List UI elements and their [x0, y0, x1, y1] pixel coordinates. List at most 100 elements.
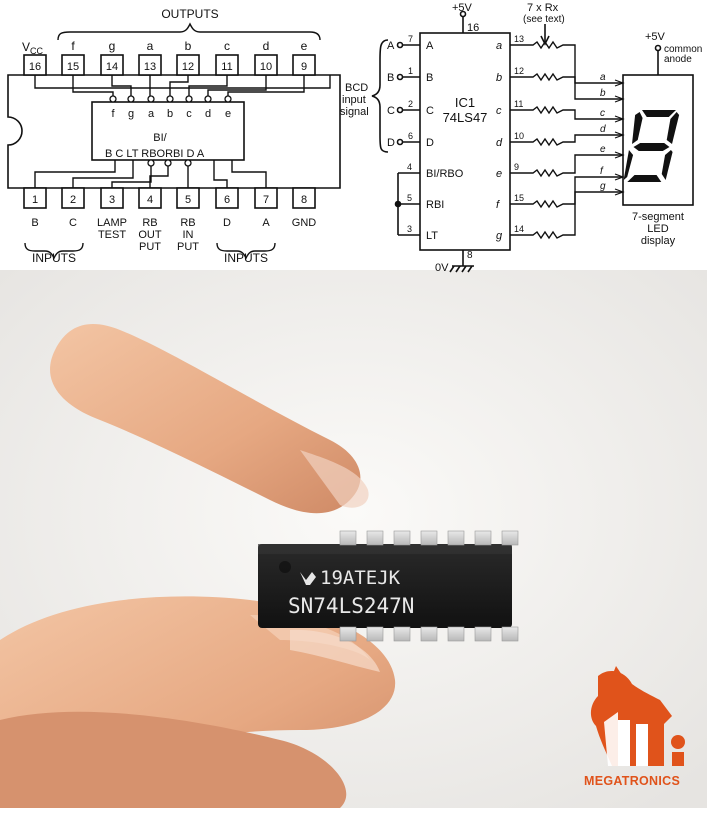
- pin-number-top: 13: [144, 61, 156, 73]
- inverter-bubble: [164, 159, 172, 167]
- rx-note: (see text): [523, 14, 565, 25]
- pinout-wire: [72, 75, 114, 96]
- input-ext-label: D: [387, 137, 395, 149]
- seven-segment-digit: [623, 110, 680, 182]
- inner-label-top: f: [111, 108, 115, 120]
- chip-pin-bottom: [447, 626, 465, 642]
- chip-pin-bottom: [474, 626, 492, 642]
- output-pin-number: 12: [514, 66, 524, 76]
- common-label: common: [664, 44, 702, 55]
- pin-label-bottom: A: [262, 217, 270, 229]
- pin-label-bottom: C: [69, 217, 77, 229]
- inner-label-bottom: B C LT RBORBI D A: [105, 148, 205, 160]
- pin-label-bottom: GND: [292, 217, 317, 229]
- inputs-brace-left: [24, 242, 84, 260]
- chip-pin-top: [420, 530, 438, 546]
- anode-label: anode: [664, 54, 692, 65]
- pinout-wire: [207, 75, 267, 96]
- display-label-1: 7-segment: [632, 211, 684, 223]
- segment-label: a: [600, 72, 606, 83]
- bcd-input-label: input: [342, 94, 366, 106]
- pin-number-top: 16: [29, 61, 41, 73]
- output-inner-label: b: [496, 72, 502, 84]
- chip-pin-top: [393, 530, 411, 546]
- inverter-bubble: [147, 159, 155, 167]
- inverter-bubble: [127, 95, 135, 103]
- output-wire: [510, 154, 623, 178]
- pin-label-top: g: [109, 39, 116, 53]
- output-wire: [510, 40, 623, 84]
- inverter-bubble: [109, 95, 117, 103]
- inner-label-top: e: [225, 108, 231, 120]
- pinout-diagram: [7, 22, 341, 260]
- pin-number-bottom: 6: [224, 194, 230, 206]
- ctrl-inner-label: LT: [426, 230, 438, 242]
- pin-number-top: 15: [67, 61, 79, 73]
- pin-label-top: e: [301, 39, 308, 53]
- input-terminal: [396, 41, 404, 49]
- chip-pin-bottom: [339, 626, 357, 642]
- pin8-label: 8: [467, 250, 473, 261]
- chip-pin-bottom: [393, 626, 411, 642]
- pin-number-bottom: 7: [263, 194, 269, 206]
- inner-label-top: c: [186, 108, 192, 120]
- inner-label-bi: BI/: [153, 132, 167, 144]
- output-inner-label: e: [496, 168, 502, 180]
- inputs-brace-right: [216, 242, 276, 260]
- pin-number-bottom: 8: [301, 194, 307, 206]
- zero-v-label: 0V: [435, 262, 449, 274]
- inverter-bubble: [204, 95, 212, 103]
- input-pin-number: 1: [408, 66, 413, 76]
- ic-name: IC1: [455, 95, 475, 110]
- input-ext-label: B: [387, 72, 394, 84]
- outputs-title: OUTPUTS: [161, 7, 218, 21]
- segment-label: d: [600, 124, 606, 135]
- segment-label: c: [600, 108, 605, 119]
- pinout-wire: [169, 75, 189, 96]
- pin-label-bottom: PUT: [139, 241, 161, 253]
- inverter-bubble: [184, 159, 192, 167]
- pin-box-bottom: [292, 187, 316, 209]
- inverter-bubble: [166, 95, 174, 103]
- output-wire: [510, 134, 623, 147]
- pinout-wire: [34, 75, 331, 89]
- inner-label-top: g: [128, 108, 134, 120]
- pin-number-bottom: 2: [70, 194, 76, 206]
- chip-pin-top: [474, 530, 492, 546]
- inner-label-top: a: [148, 108, 155, 120]
- output-arrow: [614, 95, 625, 103]
- segment-label: b: [600, 88, 606, 99]
- input-inner-label: B: [426, 72, 433, 84]
- pin16-label: 16: [467, 22, 479, 34]
- pin-label-top: a: [147, 39, 154, 53]
- ctrl-pin-number: 5: [407, 193, 412, 203]
- megatronics-logo: MEGATRONICS: [584, 666, 685, 788]
- chip-pin-top: [501, 530, 519, 546]
- input-inner-label: D: [426, 137, 434, 149]
- output-inner-label: f: [496, 199, 500, 211]
- input-pin-number: 7: [408, 34, 413, 44]
- output-pin-number: 15: [514, 193, 524, 203]
- input-pin-number: 6: [408, 131, 413, 141]
- output-arrow: [614, 79, 625, 87]
- chip-pin-bottom: [501, 626, 519, 642]
- inner-label-top: d: [205, 108, 211, 120]
- chip-pin-top: [366, 530, 384, 546]
- output-pin-number: 14: [514, 224, 524, 234]
- output-arrow: [614, 151, 625, 159]
- pin-label-bottom: IN: [183, 229, 194, 241]
- pin-label-top: b: [185, 39, 192, 53]
- segment-label: f: [600, 166, 604, 177]
- inverter-bubble: [185, 95, 193, 103]
- pinout-wire: [188, 75, 228, 96]
- plus5v-led-label: +5V: [645, 31, 666, 43]
- pinout-wire: [34, 160, 116, 188]
- vcc-label: VCC: [22, 40, 44, 56]
- input-pin-number: 2: [408, 99, 413, 109]
- output-inner-label: c: [496, 105, 502, 117]
- input-ext-label: A: [387, 40, 395, 52]
- pin-number-top: 14: [106, 61, 118, 73]
- output-pin-number: 13: [514, 34, 524, 44]
- ctrl-pin-number: 3: [407, 224, 412, 234]
- pin-label-bottom: RB: [142, 217, 157, 229]
